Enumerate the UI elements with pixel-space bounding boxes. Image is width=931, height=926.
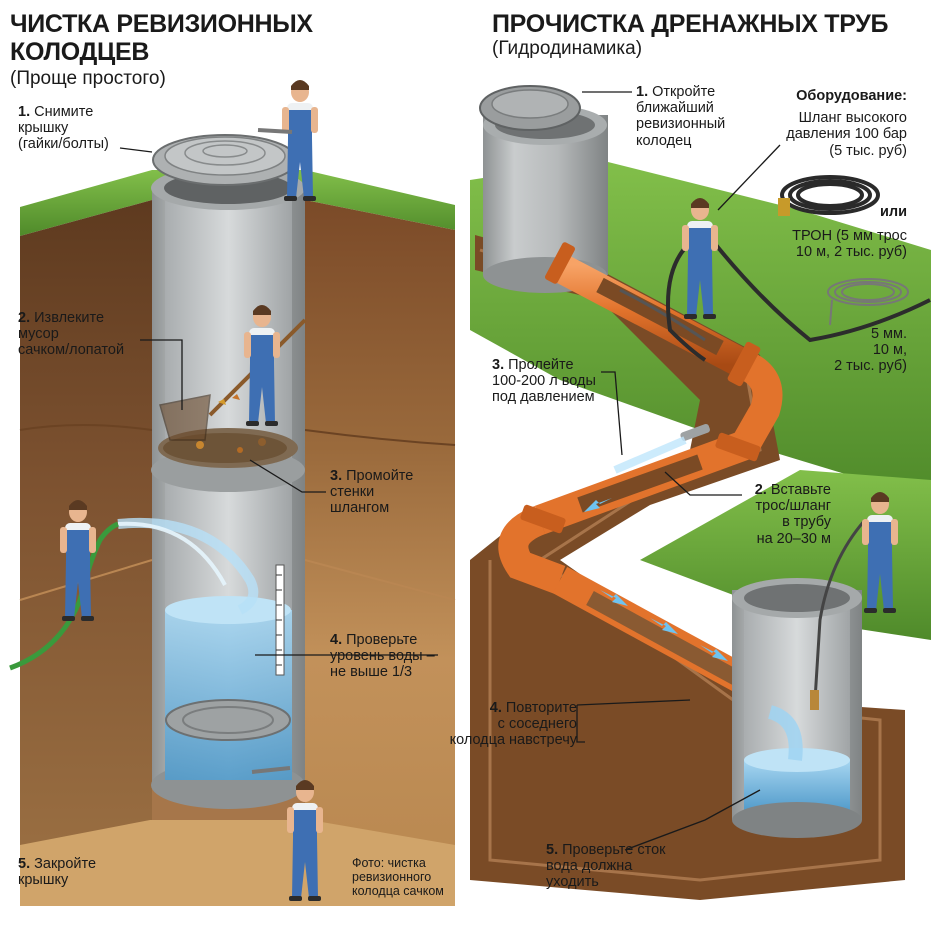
hose-text: (5 тыс. руб): [829, 142, 907, 159]
step-text: крышку: [18, 120, 69, 137]
step-number: 1.: [636, 84, 649, 100]
cable-note-text: 10 м,: [872, 342, 907, 359]
equipment-or: или: [879, 204, 907, 220]
hose-text: Шланг высокого: [798, 110, 907, 127]
cable-note-text: 5 мм.: [870, 326, 907, 342]
step-text: Извлеките: [34, 310, 105, 326]
step-text: с соседнего: [497, 716, 577, 733]
step-text: колодец: [636, 132, 692, 149]
step-text: 100-200 л воды: [492, 373, 596, 390]
step-text: под давлением: [492, 389, 595, 406]
step-text: Проверьте сток: [562, 842, 666, 858]
right-step-5: 5. Проверьте сток вода должна уходить: [546, 842, 665, 891]
step-text: Закройте: [34, 856, 97, 872]
left-subtitle: (Проще простого): [10, 68, 166, 89]
right-step-3: 3. Пролейте 100-200 л воды под давлением: [492, 357, 596, 406]
step-text: в трубу: [782, 514, 831, 531]
step-number: 1.: [18, 104, 31, 120]
left-step-3: 3. Промойте стенки шлангом: [330, 468, 413, 517]
right-subtitle: (Гидродинамика): [492, 38, 643, 59]
right-step-2: 2. Вставьте трос/шланг в трубу на 20–30 …: [755, 482, 831, 547]
left-title-line1: ЧИСТКА РЕВИЗИОННЫХ: [10, 10, 313, 38]
step-text: вода должна: [546, 858, 633, 875]
right-title: ПРОЧИСТКА ДРЕНАЖНЫХ ТРУБ: [492, 10, 889, 38]
step-text: Откройте: [652, 84, 716, 100]
step-text: трос/шланг: [755, 498, 831, 515]
step-text: Проверьте: [346, 632, 418, 648]
step-text: не выше 1/3: [330, 664, 413, 681]
step-text: Промойте: [346, 468, 414, 484]
cable-block: ТРОН (5 мм трос 10 м, 2 тыс. руб): [792, 228, 907, 260]
left-step-5: 5. Закройте крышку: [18, 856, 96, 888]
left-step-4: 4. Проверьте уровень воды – не выше 1/3: [330, 632, 435, 681]
cable-text: ТРОН (5 мм трос: [792, 228, 907, 244]
step-text: ревизионный: [636, 116, 726, 133]
step-text: ближайший: [636, 100, 714, 117]
step-number: 4.: [489, 700, 502, 716]
step-text: уходить: [546, 874, 599, 891]
equipment-block: Оборудование: Шланг высокого давления 10…: [707, 88, 907, 159]
photo-caption: Фото: чистка ревизионного колодца сачком: [352, 856, 444, 898]
step-number: 2.: [18, 310, 31, 326]
step-text: на 20–30 м: [756, 530, 831, 547]
left-title-line2: КОЛОДЦЕВ: [10, 38, 150, 66]
step-text: стенки: [330, 484, 375, 501]
step-text: колодца навстречу: [449, 732, 577, 749]
step-text: шлангом: [330, 500, 390, 517]
cable-note-text: 2 тыс. руб): [834, 358, 907, 375]
step-text: Пролейте: [508, 357, 574, 373]
step-number: 5.: [18, 856, 31, 872]
left-step-1: 1. Снимите крышку (гайки/болты): [18, 104, 109, 153]
step-text: мусор: [18, 326, 59, 343]
left-step-2: 2. Извлеките мусор сачком/лопатой: [18, 310, 124, 359]
right-step-4: 4. Повторите с соседнего колодца навстре…: [450, 700, 577, 749]
step-text: сачком/лопатой: [18, 342, 125, 359]
step-number: 2.: [754, 482, 767, 498]
step-number: 3.: [492, 357, 505, 373]
step-text: крышку: [18, 872, 69, 889]
step-text: Повторите: [505, 700, 577, 716]
step-text: (гайки/болты): [18, 136, 109, 153]
step-text: уровень воды –: [330, 648, 435, 665]
right-step-1: 1. Откройте ближайший ревизионный колоде…: [636, 84, 725, 149]
caption-line: ревизионного: [352, 870, 432, 884]
hose-text: давления 100 бар: [786, 126, 907, 143]
step-number: 5.: [546, 842, 559, 858]
caption-line: Фото: чистка: [352, 856, 426, 870]
step-number: 4.: [330, 632, 343, 648]
step-text: Снимите: [34, 104, 94, 120]
cable-text: 10 м, 2 тыс. руб): [795, 244, 907, 261]
equipment-title: Оборудование:: [796, 88, 907, 104]
cable-note: 5 мм. 10 м, 2 тыс. руб): [834, 326, 907, 375]
step-text: Вставьте: [770, 482, 831, 498]
caption-line: колодца сачком: [352, 884, 444, 898]
step-number: 3.: [330, 468, 343, 484]
